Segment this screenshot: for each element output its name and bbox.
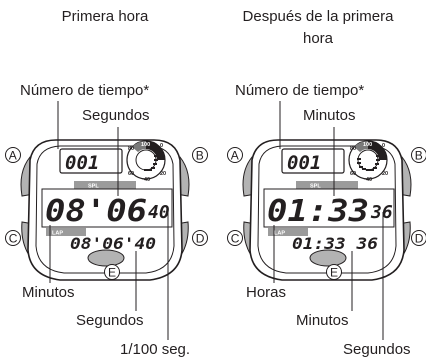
right-record-number: 001	[287, 152, 321, 174]
left-ring-60: 60	[128, 171, 134, 177]
right-button-d-marker	[411, 230, 426, 246]
left-lap-tag: LAP	[52, 231, 63, 237]
left-button-e-label: E	[108, 266, 116, 280]
right-button-a-marker	[227, 147, 243, 163]
right-record-number-box	[281, 148, 345, 174]
left-ring-0: 0	[160, 143, 163, 149]
left-ring-100: 100	[141, 142, 150, 148]
left-button-c-marker	[5, 230, 21, 246]
right-seconds-bottom-label: Segundos	[343, 341, 411, 358]
right-watch-button-e-shape	[309, 249, 347, 267]
right-main-seconds: 36	[370, 202, 393, 223]
left-lap-value: 08'06'40	[70, 234, 156, 253]
left-title: Primera hora	[61, 8, 149, 25]
right-lap-value: 01:33 36	[292, 234, 378, 253]
right-ring-0: 0	[382, 143, 385, 149]
right-time-number-label: Número de tiempo*	[235, 82, 365, 99]
right-title-line2: hora	[302, 30, 334, 47]
left-spl-tag: SPL	[88, 184, 99, 190]
left-main-hundredths: 40	[148, 202, 170, 223]
right-ring-60: 60	[350, 171, 356, 177]
left-watch: 001 100 0 20 40 60 80 SPL	[5, 101, 208, 340]
right-ring-20: 20	[382, 171, 388, 177]
left-ring-20: 20	[160, 171, 166, 177]
right-lap-tag-bg	[268, 228, 308, 236]
right-minutes-bottom-label: Minutos	[296, 312, 349, 329]
left-time-number-label: Número de tiempo*	[20, 82, 150, 99]
left-watch-button-e-shape	[87, 249, 125, 267]
left-button-c-label: C	[9, 232, 18, 246]
right-button-e-marker	[326, 264, 342, 280]
left-main-display-frame	[41, 188, 173, 228]
left-button-a-label: A	[9, 149, 17, 163]
left-lap-tag-bg	[46, 228, 86, 236]
right-hours-label: Horas	[246, 284, 287, 301]
right-main-time: 01:33	[267, 194, 369, 229]
left-button-d-marker	[192, 230, 208, 246]
right-title-line1: Después de la primera	[242, 8, 394, 25]
left-button-a-marker	[5, 147, 21, 163]
right-button-d-label: D	[415, 232, 424, 246]
left-seconds-top-label: Segundos	[82, 107, 150, 124]
right-button-b-marker	[411, 147, 426, 163]
right-ring-100: 100	[363, 142, 372, 148]
left-ring-80: 80	[128, 146, 134, 152]
right-spl-tag: SPL	[310, 184, 321, 190]
left-record-number-box	[59, 148, 123, 174]
right-lap-tag: LAP	[274, 231, 285, 237]
right-button-c-marker	[227, 230, 243, 246]
right-main-display-frame	[263, 188, 395, 228]
right-minutes-top-label: Minutos	[303, 107, 356, 124]
left-minutes-label: Minutos	[22, 284, 75, 301]
left-record-number: 001	[65, 152, 99, 174]
left-hundredths-label: 1/100 seg.	[120, 341, 191, 358]
left-ring-dial: 100 0 20 40 60 80	[126, 140, 166, 183]
right-spl-tag-bg	[296, 181, 358, 189]
left-spl-tag-bg	[74, 181, 136, 189]
left-button-d-label: D	[196, 232, 205, 246]
left-button-b-label: B	[196, 149, 204, 163]
right-button-a-label: A	[231, 149, 239, 163]
right-ring-40: 40	[366, 177, 372, 183]
right-ring-80: 80	[350, 146, 356, 152]
right-button-c-label: C	[231, 232, 240, 246]
left-main-time: 08'06	[45, 194, 147, 229]
left-button-b-marker	[192, 147, 208, 163]
right-title: Después de la primera hora	[218, 6, 418, 50]
right-button-b-label: B	[415, 149, 423, 163]
right-watch: 001 100 0 20 40 60 80	[227, 101, 426, 340]
right-button-e-label: E	[330, 266, 338, 280]
right-ring-dial: 100 0 20 40 60 80	[348, 140, 388, 183]
left-ring-40: 40	[144, 177, 150, 183]
left-seconds-bottom-label: Segundos	[76, 312, 144, 329]
left-button-e-marker	[104, 264, 120, 280]
